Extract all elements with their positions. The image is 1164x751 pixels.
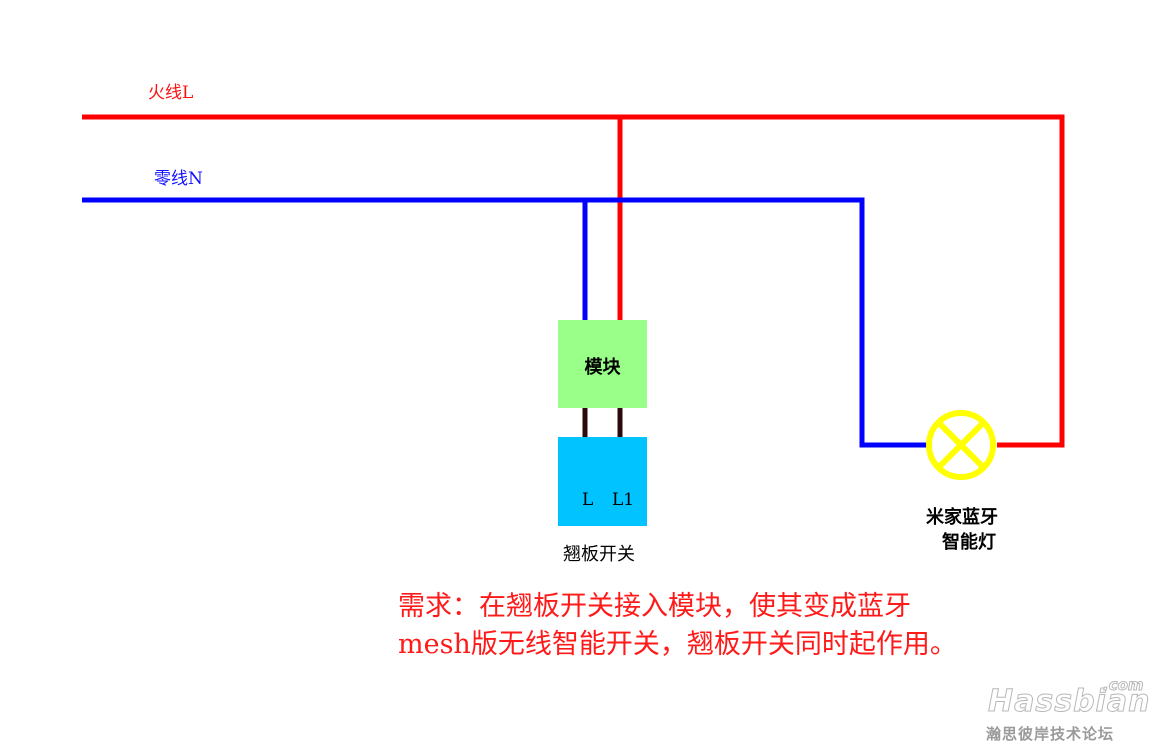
lamp-icon [926, 410, 996, 480]
live-wire-label: 火线L [148, 83, 194, 103]
module-box: 模块 [558, 320, 647, 408]
requirement-line-1: 需求：在翘板开关接入模块，使其变成蓝牙 [398, 591, 911, 622]
neutral-wire [82, 197, 928, 448]
requirement-line-2: mesh版无线智能开关，翘板开关同时起作用。 [398, 629, 957, 660]
rocker-switch-box [558, 437, 647, 526]
neutral-wire-label: 零线N [154, 169, 203, 189]
lamp-label-line1: 米家蓝牙 [926, 507, 998, 528]
terminal-l1-label: L1 [612, 490, 635, 510]
module-label: 模块 [584, 357, 621, 378]
watermark-subtitle: 瀚思彼岸技术论坛 [986, 725, 1115, 743]
lamp-label: 米家蓝牙 智能灯 [926, 505, 998, 555]
lamp-label-line2: 智能灯 [942, 532, 996, 553]
watermark-brand: Hassbian [987, 684, 1151, 720]
terminal-l-label: L [582, 490, 594, 510]
rocker-switch-label: 翘板开关 [563, 544, 635, 565]
watermark-com: .com [1103, 676, 1145, 695]
live-wire [82, 114, 1065, 448]
